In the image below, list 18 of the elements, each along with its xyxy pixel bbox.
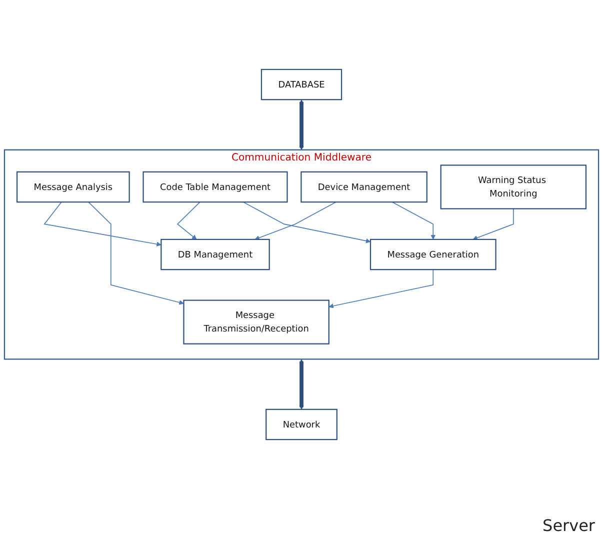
arrow (44, 202, 162, 247)
arrow (299, 100, 304, 151)
node-box: Code Table Management (142, 172, 288, 204)
arrow (328, 270, 434, 309)
arrow (176, 202, 200, 240)
node-box: Message Generation (370, 239, 496, 271)
arrow (299, 360, 304, 410)
arrow (88, 202, 184, 306)
node-box: DB Management (160, 239, 270, 271)
node-box: Device Management (300, 172, 428, 204)
arrow (472, 208, 514, 241)
arrow (254, 202, 336, 241)
node-box: Warning Status Monitoring (440, 165, 587, 210)
node-box: DATABASE (260, 69, 342, 101)
node-box: Network (266, 409, 338, 441)
server-label: Server (542, 516, 595, 535)
node-box: Message Analysis (16, 172, 130, 204)
node-box: Message Transmission/Reception (183, 300, 330, 345)
